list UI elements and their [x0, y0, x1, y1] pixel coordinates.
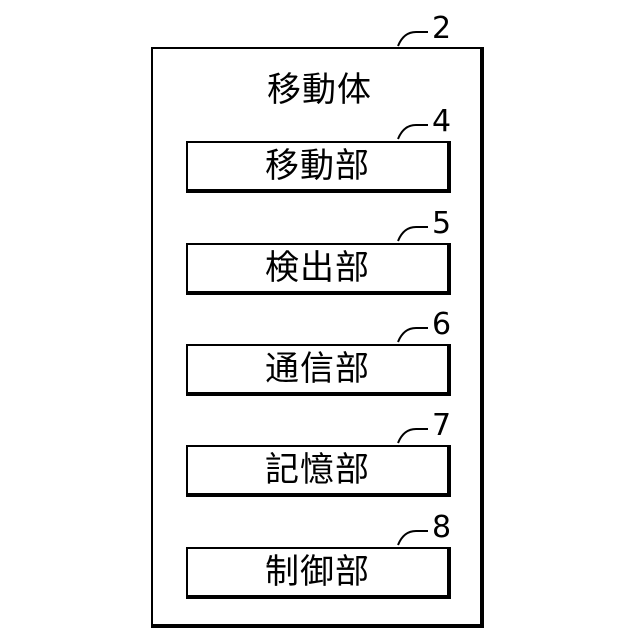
ref-number-moving-body: 2	[432, 14, 451, 44]
storage-unit-box: 記憶部	[186, 445, 451, 497]
communication-unit-label: 通信部	[265, 349, 370, 389]
moving-unit-box: 移動部	[186, 141, 451, 193]
ref-number-storage-unit: 7	[432, 411, 451, 441]
ref-number-communication-unit: 6	[432, 310, 451, 340]
ref-number-moving-unit: 4	[432, 107, 451, 137]
moving-unit-label: 移動部	[265, 146, 370, 186]
storage-unit-label: 記憶部	[265, 450, 370, 490]
communication-unit-box: 通信部	[186, 344, 451, 396]
detection-unit-label: 検出部	[265, 248, 370, 288]
ref-number-control-unit: 8	[432, 513, 451, 543]
detection-unit-box: 検出部	[186, 243, 451, 295]
leader-line-moving-body	[398, 32, 428, 46]
control-unit-label: 制御部	[265, 552, 370, 592]
ref-number-detection-unit: 5	[432, 209, 451, 239]
control-unit-box: 制御部	[186, 547, 451, 599]
